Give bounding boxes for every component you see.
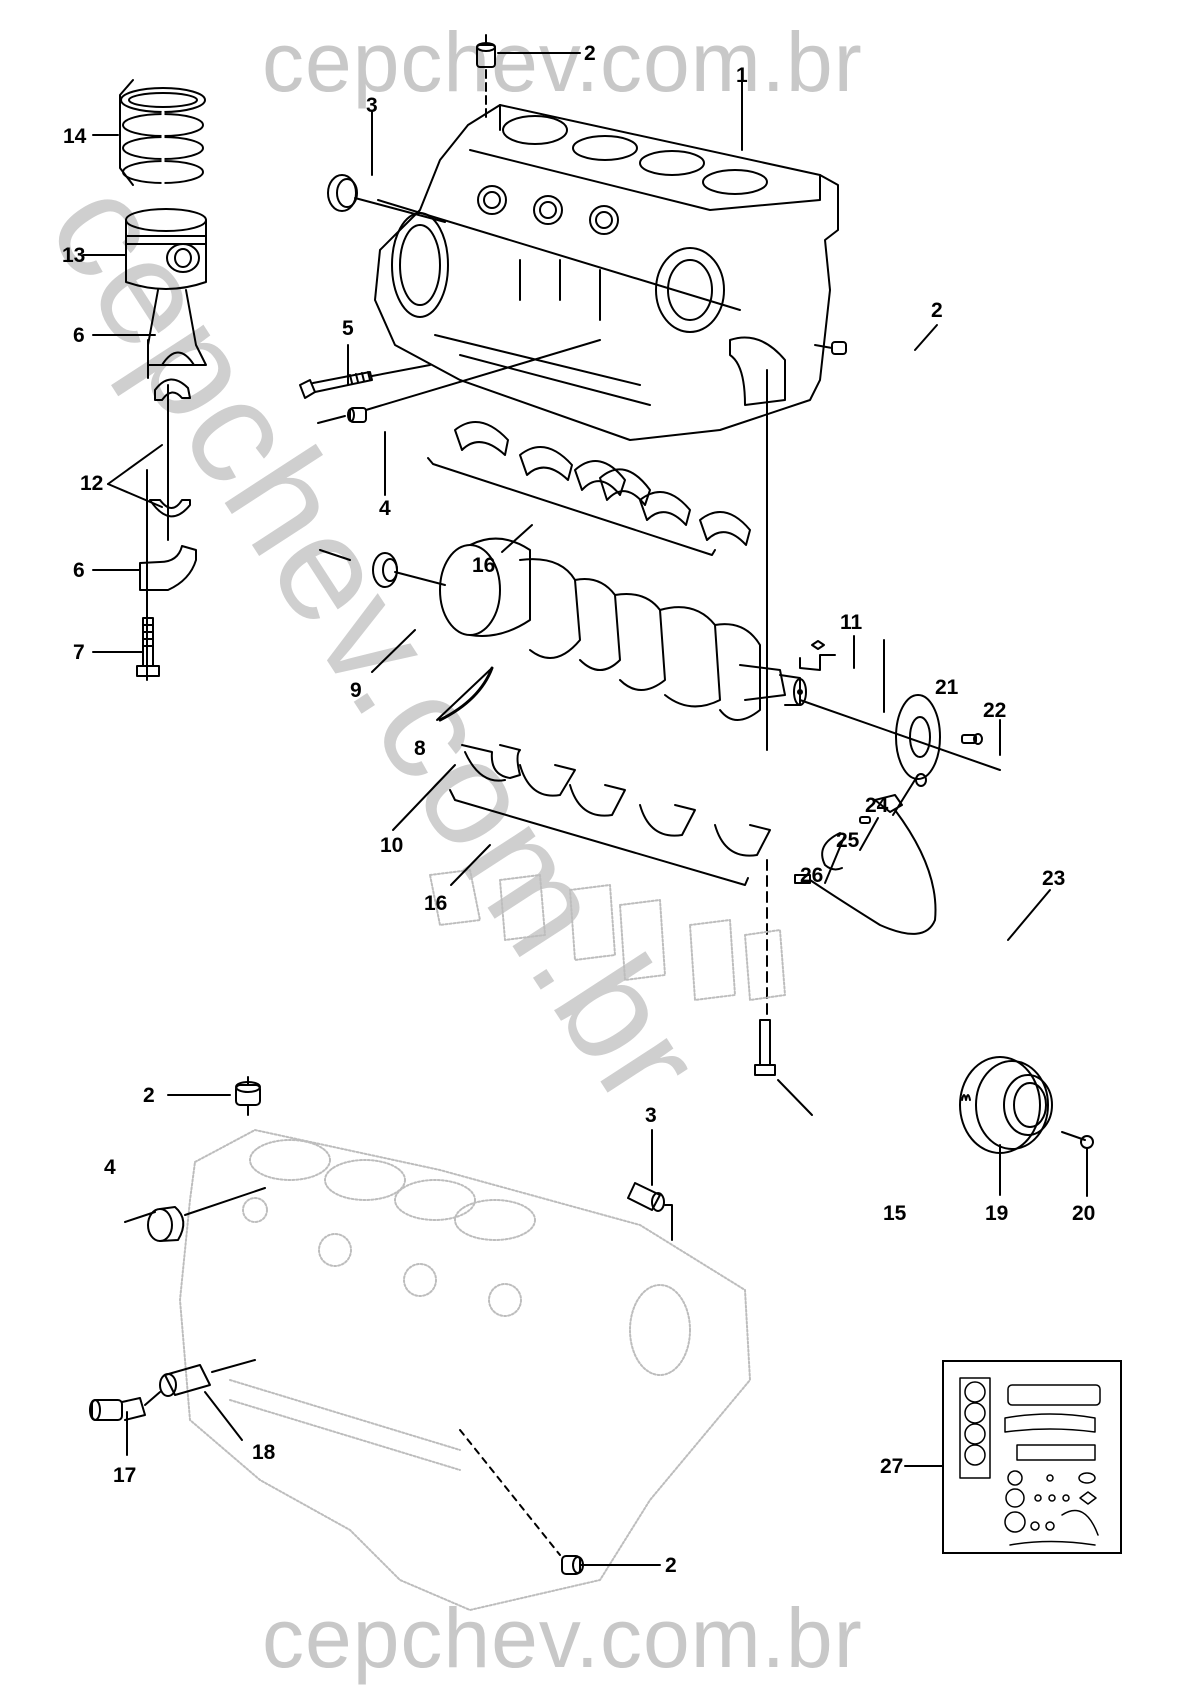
callout-4-lower: 4 xyxy=(104,1156,116,1179)
callout-2-lower-bottom: 2 xyxy=(665,1554,677,1577)
callout-25: 25 xyxy=(836,829,860,852)
watermark-top: cepchev.com.br xyxy=(262,15,863,109)
sleeve xyxy=(159,1359,256,1397)
callout-14: 11 xyxy=(840,611,863,634)
key xyxy=(799,640,836,671)
piston-rings xyxy=(119,79,206,188)
callout-2-right: 2 xyxy=(931,299,943,322)
callout-7: 7 xyxy=(73,641,85,664)
seal-lower xyxy=(627,1182,673,1241)
connecting-rod xyxy=(147,289,207,379)
callout-12: 9 xyxy=(350,679,362,702)
callout-20: 20 xyxy=(1072,1202,1096,1225)
callout-8: 12 xyxy=(80,472,104,495)
crank-pulley xyxy=(959,1056,1053,1154)
callout-2-lower-left: 2 xyxy=(143,1084,155,1107)
piston xyxy=(125,208,207,290)
screw-22 xyxy=(961,733,983,745)
callout-3-lower: 3 xyxy=(645,1104,657,1127)
plug-right xyxy=(814,341,847,355)
crank-sensor xyxy=(794,794,937,935)
callout-2-top: 2 xyxy=(584,42,596,65)
oil-pressure-sensor xyxy=(89,1391,161,1421)
callout-23: 23 xyxy=(1042,867,1066,890)
callout-3-top: 3 xyxy=(366,94,378,117)
crankshaft xyxy=(439,537,807,721)
callout-19: 19 xyxy=(985,1202,1009,1225)
callout-17: 17 xyxy=(113,1464,137,1487)
callout-11: 8 xyxy=(414,737,426,760)
cylinder-block xyxy=(374,104,839,441)
main-bearings-lower xyxy=(449,744,771,886)
callout-13: 10 xyxy=(380,834,404,857)
callout-18: 18 xyxy=(252,1441,276,1464)
bushing-lower xyxy=(147,1187,266,1242)
rear-seal xyxy=(319,549,446,588)
block-bolt xyxy=(299,364,431,399)
plug-lower-top xyxy=(235,1076,261,1116)
watermark-bottom: cepchev.com.br xyxy=(262,1591,863,1685)
callout-22: 22 xyxy=(983,699,1007,722)
seal-top xyxy=(327,174,446,223)
leader-lines xyxy=(82,52,1088,1566)
callout-15: 15 xyxy=(883,1202,907,1225)
pulley-bolt xyxy=(1061,1131,1094,1149)
thrust-washer xyxy=(438,666,494,722)
plug-top xyxy=(476,34,496,121)
callout-27: 27 xyxy=(880,1455,904,1478)
callout-21: 21 xyxy=(935,676,959,699)
reluctor-wheel xyxy=(799,694,1001,780)
plug-lower-bottom xyxy=(459,1429,584,1575)
callout-4-top: 4 xyxy=(379,497,391,520)
callout-26: 26 xyxy=(800,864,824,887)
main-bearings-upper xyxy=(427,421,751,556)
bushing-top xyxy=(317,339,601,424)
callout-6-rod: 6 xyxy=(73,324,85,347)
rod-bolt xyxy=(136,617,160,677)
cylinder-block-ghost xyxy=(179,1129,751,1611)
sensor-screw xyxy=(859,816,871,824)
callout-6-cap: 6 xyxy=(73,559,85,582)
gasket-kit-contents xyxy=(959,1377,1101,1546)
clip xyxy=(821,832,843,871)
callout-16-upper: 16 xyxy=(472,554,496,577)
callout-9: 13 xyxy=(62,244,86,267)
rod-cap xyxy=(139,384,197,681)
callout-10: 14 xyxy=(63,125,87,148)
gasket-kit-box xyxy=(942,1360,1122,1554)
main-bearing-bolt xyxy=(754,1019,813,1116)
callout-24: 24 xyxy=(865,794,889,817)
callout-1: 1 xyxy=(736,64,748,87)
callout-16-lower: 16 xyxy=(424,892,448,915)
rod-bearings xyxy=(149,378,191,518)
main-caps-ghost xyxy=(429,869,786,1001)
callout-5: 5 xyxy=(342,317,354,340)
